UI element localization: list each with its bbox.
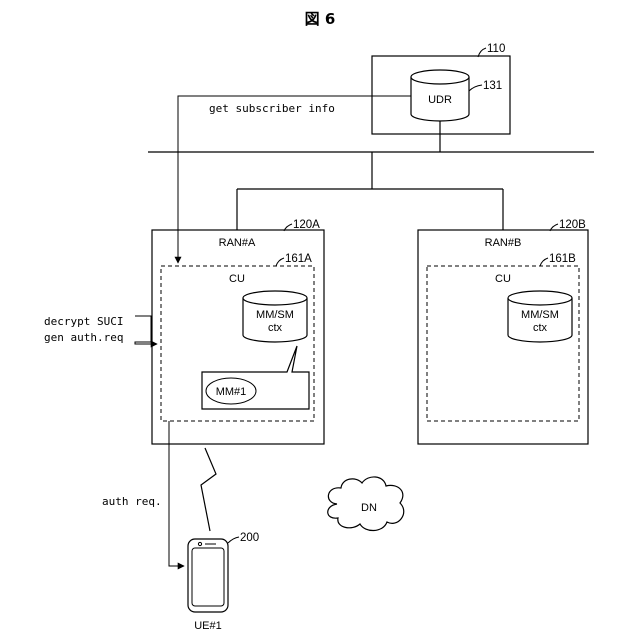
ue-phone-camera-icon [198, 542, 201, 545]
ue-ref-leader [228, 537, 239, 543]
ran-b-db-line1: MM/SM [521, 309, 559, 321]
ran-a-ref: 120A [293, 219, 320, 231]
network-bus [148, 121, 594, 230]
gen-auth-req-label: gen auth.req [44, 331, 123, 344]
ue-phone-body [188, 539, 228, 612]
udr-node: 110 UDR 131 [372, 43, 510, 134]
cu-b-ref-leader [540, 258, 548, 266]
cu-b-label: CU [495, 273, 511, 285]
ue-device: 200 UE#1 [188, 532, 259, 632]
cu-b-ref: 161B [549, 253, 576, 265]
auth-req-flow: auth req. [102, 421, 184, 566]
dn-cloud-icon: DN [328, 477, 404, 531]
get-subscriber-info-flow: get subscriber info [178, 96, 411, 263]
ran-a-context-callout: MM#1 [202, 346, 309, 409]
cu-b-box [427, 266, 579, 421]
dn-label: DN [361, 502, 377, 514]
ran-b-ref: 120B [559, 219, 586, 231]
ran-b-db-line2: ctx [533, 322, 548, 334]
cu-a-ref: 161A [285, 253, 312, 265]
udr-node-ref: 110 [487, 43, 505, 55]
ue-phone-screen [192, 548, 224, 606]
decrypt-suci-label: decrypt SUCI [44, 315, 123, 328]
udr-database-ref: 131 [483, 80, 502, 92]
ue-label: UE#1 [194, 620, 222, 632]
auth-req-label: auth req. [102, 495, 162, 508]
ran-a-label: RAN#A [219, 237, 256, 249]
ue-ref: 200 [240, 532, 259, 544]
udr-database-ref-leader [469, 85, 482, 91]
ran-b-node: 120B RAN#B 161B CU MM/SM ctx [418, 219, 588, 444]
udr-database: UDR [411, 70, 469, 121]
decrypt-suci-flow: decrypt SUCI gen auth.req [44, 315, 157, 344]
ran-b-label: RAN#B [485, 237, 522, 249]
get-subscriber-info-label: get subscriber info [209, 102, 335, 115]
wireless-link-icon [201, 448, 216, 531]
ran-a-context-database: MM/SM ctx [243, 291, 307, 342]
cu-a-ref-leader [276, 258, 284, 266]
figure-title: 図 6 [305, 10, 336, 28]
ran-a-db-line1: MM/SM [256, 309, 294, 321]
mm-context-label: MM#1 [216, 386, 247, 398]
ran-b-context-database: MM/SM ctx [508, 291, 572, 342]
ran-a-db-line2: ctx [268, 322, 283, 334]
cu-a-label: CU [229, 273, 245, 285]
udr-database-label: UDR [428, 94, 452, 106]
